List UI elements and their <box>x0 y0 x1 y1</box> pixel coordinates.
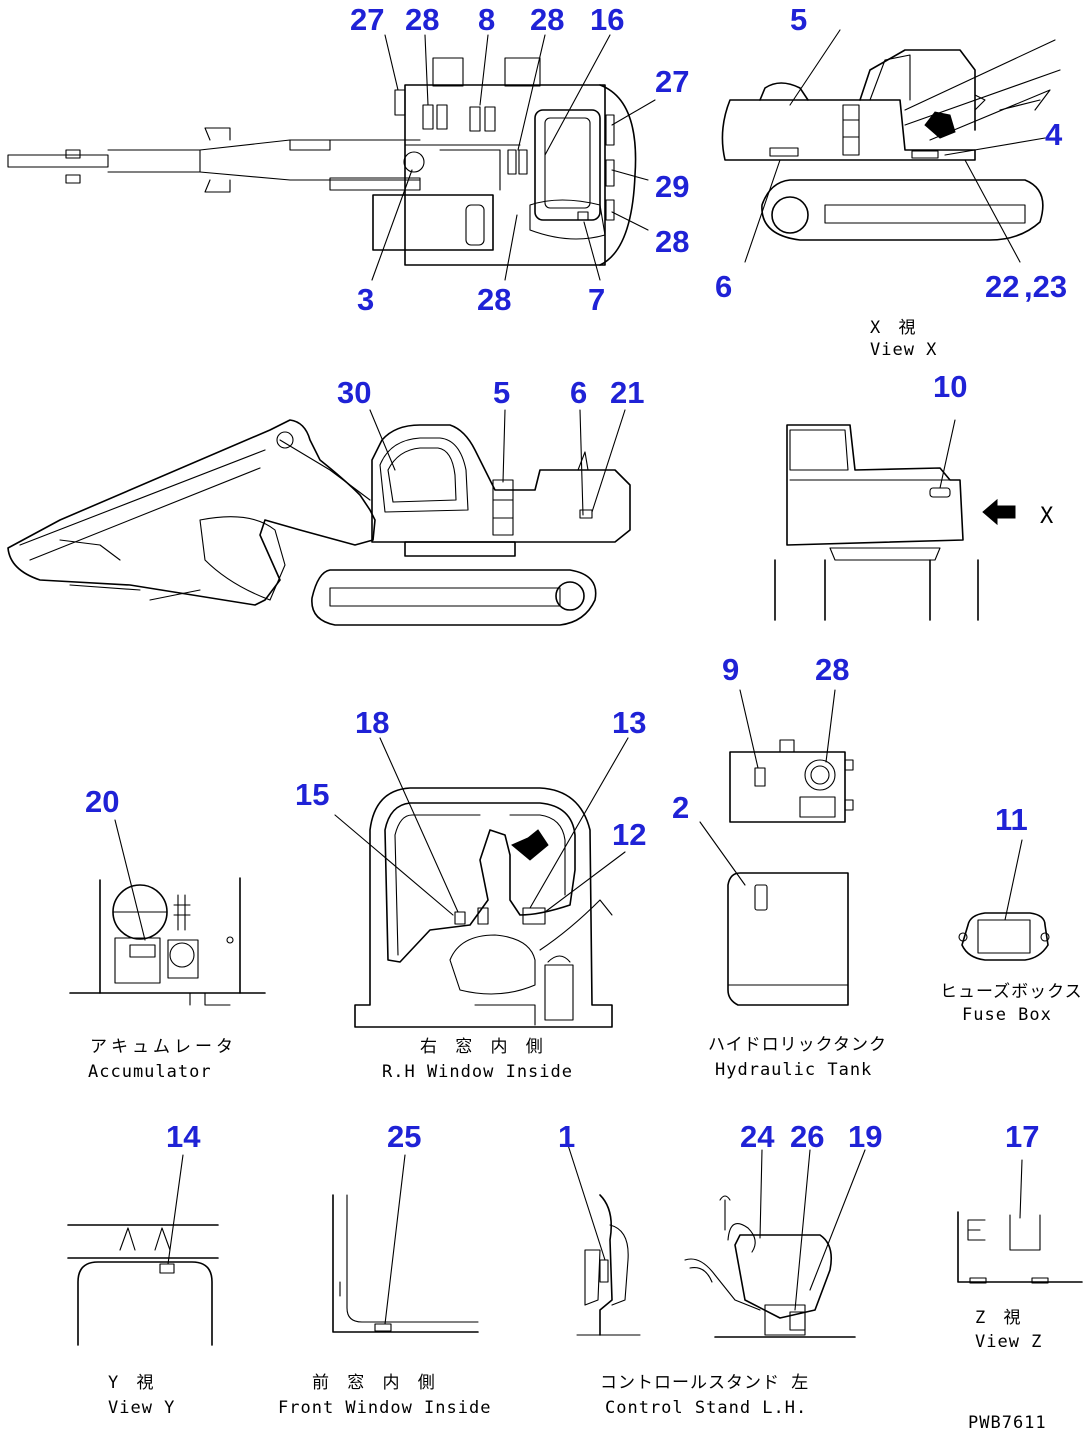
top-view-drawing <box>7 34 656 281</box>
top-view-callouts: 27 28 8 28 16 27 29 28 7 28 3 <box>350 2 689 317</box>
view-z-caption-en: View Z <box>975 1332 1042 1352</box>
panel-drawing <box>729 689 854 823</box>
callout: 30 <box>337 375 371 410</box>
callout: 5 <box>493 375 510 410</box>
callout: 27 <box>350 2 384 37</box>
callout: 28 <box>405 2 439 37</box>
callout: 27 <box>655 64 689 99</box>
callout: 18 <box>355 705 389 740</box>
front-window-caption-jp: 前 窓 内 側 <box>312 1373 439 1393</box>
rh-window-drawing <box>334 737 629 1028</box>
callout: 20 <box>85 784 119 819</box>
control-stand-caption-jp: コントロールスタンド 左 <box>600 1373 809 1393</box>
view-x-caption-jp: X 視 <box>870 318 919 338</box>
view-x-drawing <box>721 29 1061 263</box>
fuse-box-caption-jp: ヒューズボックス <box>940 982 1083 1002</box>
side-view-callouts: 30 5 6 21 <box>337 375 644 410</box>
arrow-label-x: X <box>1040 504 1054 529</box>
view-y-drawing <box>67 1154 219 1346</box>
callout: 28 <box>815 652 849 687</box>
view-y-caption-jp: Y 視 <box>108 1373 157 1393</box>
callout: 26 <box>790 1119 824 1154</box>
accumulator-drawing <box>69 819 266 1006</box>
control-stand-drawing <box>567 1144 866 1338</box>
view-y-caption-en: View Y <box>108 1398 175 1418</box>
callout: 16 <box>590 2 624 37</box>
rh-window-caption-en: R.H Window Inside <box>382 1062 573 1082</box>
accumulator-caption-jp: アキュムレータ <box>90 1037 237 1057</box>
callout: 24 <box>740 1119 775 1154</box>
hydraulic-tank-caption-en: Hydraulic Tank <box>715 1060 872 1080</box>
callout: 9 <box>722 652 739 687</box>
callout: 21 <box>610 375 644 410</box>
callout: 8 <box>478 2 495 37</box>
callout: 7 <box>588 282 605 317</box>
view-x-callouts: 5 4 6 22 ,23 <box>715 2 1067 304</box>
view-z-caption-jp: Z 視 <box>975 1308 1024 1328</box>
callout: 2 <box>672 790 689 825</box>
rear-view-drawing <box>774 419 1016 621</box>
callout: 13 <box>612 705 646 740</box>
view-z-drawing <box>957 1159 1083 1284</box>
callout: 1 <box>558 1119 575 1154</box>
front-window-caption-en: Front Window Inside <box>278 1398 491 1418</box>
front-window-drawing <box>332 1154 479 1333</box>
hydraulic-tank-drawing <box>699 821 849 1006</box>
callout: ,23 <box>1024 269 1067 304</box>
callout: 14 <box>166 1119 201 1154</box>
control-stand-callouts: 1 24 26 19 <box>558 1119 882 1154</box>
hydraulic-tank-caption-jp: ハイドロリックタンク <box>708 1035 887 1055</box>
callout: 28 <box>655 224 689 259</box>
callout: 11 <box>995 802 1028 837</box>
callout: 29 <box>655 169 689 204</box>
callout: 12 <box>612 817 646 852</box>
rh-window-caption-jp: 右 窓 内 側 <box>420 1037 547 1057</box>
callout: 10 <box>933 369 967 404</box>
control-stand-caption-en: Control Stand L.H. <box>605 1398 807 1418</box>
callout: 4 <box>1045 117 1063 152</box>
view-x-caption-en: View X <box>870 340 937 360</box>
callout: 25 <box>387 1119 421 1154</box>
callout: 28 <box>477 282 511 317</box>
callout: 17 <box>1005 1119 1039 1154</box>
callout: 6 <box>570 375 587 410</box>
side-view-drawing <box>7 409 631 626</box>
accumulator-caption-en: Accumulator <box>88 1062 212 1082</box>
callout: 28 <box>530 2 564 37</box>
fuse-box-drawing <box>958 839 1050 961</box>
fuse-box-caption-en: Fuse Box <box>962 1005 1052 1025</box>
callout: 6 <box>715 269 732 304</box>
callout: 15 <box>295 777 329 812</box>
callout: 19 <box>848 1119 882 1154</box>
callout: 3 <box>357 282 374 317</box>
callout: 5 <box>790 2 807 37</box>
panel-callouts: 9 28 <box>722 652 849 687</box>
drawing-code: PWB7611 <box>968 1413 1047 1433</box>
callout: 22 <box>985 269 1019 304</box>
rh-window-callouts: 18 13 15 12 <box>295 705 646 852</box>
